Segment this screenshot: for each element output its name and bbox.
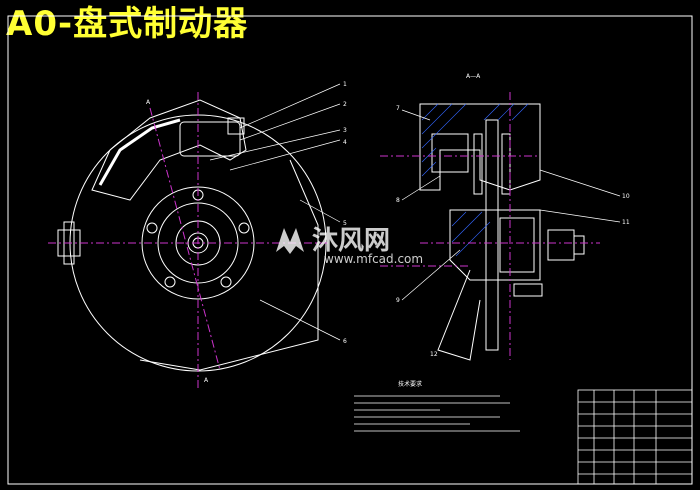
drawing-title: A0-盘式制动器 [6, 4, 249, 44]
front-leaders [209, 83, 341, 341]
leader-line [209, 129, 341, 161]
leader-line [229, 139, 341, 171]
hatch-line [483, 103, 501, 121]
callout-label: 6 [343, 338, 347, 345]
bearing [499, 217, 535, 273]
callout-label: 8 [396, 197, 400, 204]
watermark: 沐风网 www.mfcad.com [272, 220, 432, 270]
hatch-line [421, 103, 467, 149]
disc-section [485, 119, 499, 351]
pad-right [501, 133, 511, 195]
notes-heading: 技术要求 [398, 380, 422, 388]
hatch-line [421, 161, 437, 177]
leader-line [239, 83, 341, 129]
section-leaders [401, 109, 621, 301]
caliper-centerline [149, 107, 221, 371]
watermark-url: www.mfcad.com [324, 252, 424, 266]
caliper-body [91, 99, 247, 201]
drawing-border [7, 15, 693, 485]
watermark-name: 沐风网 [312, 226, 391, 256]
callout-label: 4 [343, 139, 347, 146]
hub-flange [141, 186, 255, 300]
wheel-bolt-hole [238, 222, 250, 234]
wheel-bolt-hole [220, 276, 232, 288]
hatch-line [421, 103, 439, 121]
hatch-line [451, 211, 467, 227]
section-mark-bottom: A [204, 377, 209, 384]
callout-label: 1 [343, 81, 347, 88]
hub-section [449, 209, 541, 281]
axle-nut [547, 229, 575, 261]
section-hatching [421, 103, 529, 257]
hatch-line [455, 221, 491, 257]
section-view-label: A—A [466, 73, 481, 80]
callout-label: 7 [396, 105, 400, 112]
title-block [577, 389, 693, 485]
callout-labels-right: 7 8 9 10 11 12 [396, 105, 630, 358]
splash-shield [139, 159, 319, 371]
bolt-section [513, 283, 543, 297]
section-mark-top: A [146, 99, 151, 106]
watermark-logo-icon [276, 228, 304, 254]
callout-label: 2 [343, 101, 347, 108]
hub-inner [157, 202, 239, 284]
callout-labels-left: 1 2 3 4 5 6 [343, 81, 347, 345]
wheel-bolt-hole [164, 276, 176, 288]
callout-label: 10 [622, 193, 630, 200]
leader-line [259, 299, 341, 341]
title-block-frame [577, 389, 693, 485]
callout-label: 12 [430, 351, 438, 358]
hatch-line [497, 103, 515, 121]
caliper-section [419, 103, 541, 191]
section-view [419, 103, 585, 361]
axle-end [573, 235, 585, 255]
hatch-line [451, 211, 483, 243]
section-centerlines [380, 92, 600, 360]
leader-line [401, 175, 441, 201]
hatch-line [421, 103, 453, 135]
leader-line [539, 169, 621, 197]
brake-pad [98, 118, 181, 186]
hatch-line [421, 147, 437, 163]
technical-notes: 技术要求 [354, 380, 520, 432]
shield-section [437, 269, 481, 361]
pad-left [473, 133, 483, 195]
wheel-bolt-hole [146, 222, 158, 234]
callout-label: 3 [343, 127, 347, 134]
hatch-line [511, 103, 529, 121]
leader-line [401, 109, 431, 121]
caliper-bracket [179, 121, 241, 157]
callout-label: 5 [343, 220, 347, 227]
leader-line [401, 249, 461, 301]
leader-line [299, 199, 341, 223]
callout-label: 9 [396, 297, 400, 304]
piston [431, 133, 469, 173]
callout-label: 11 [622, 219, 630, 226]
leader-line [239, 103, 341, 141]
leader-line [539, 209, 621, 223]
